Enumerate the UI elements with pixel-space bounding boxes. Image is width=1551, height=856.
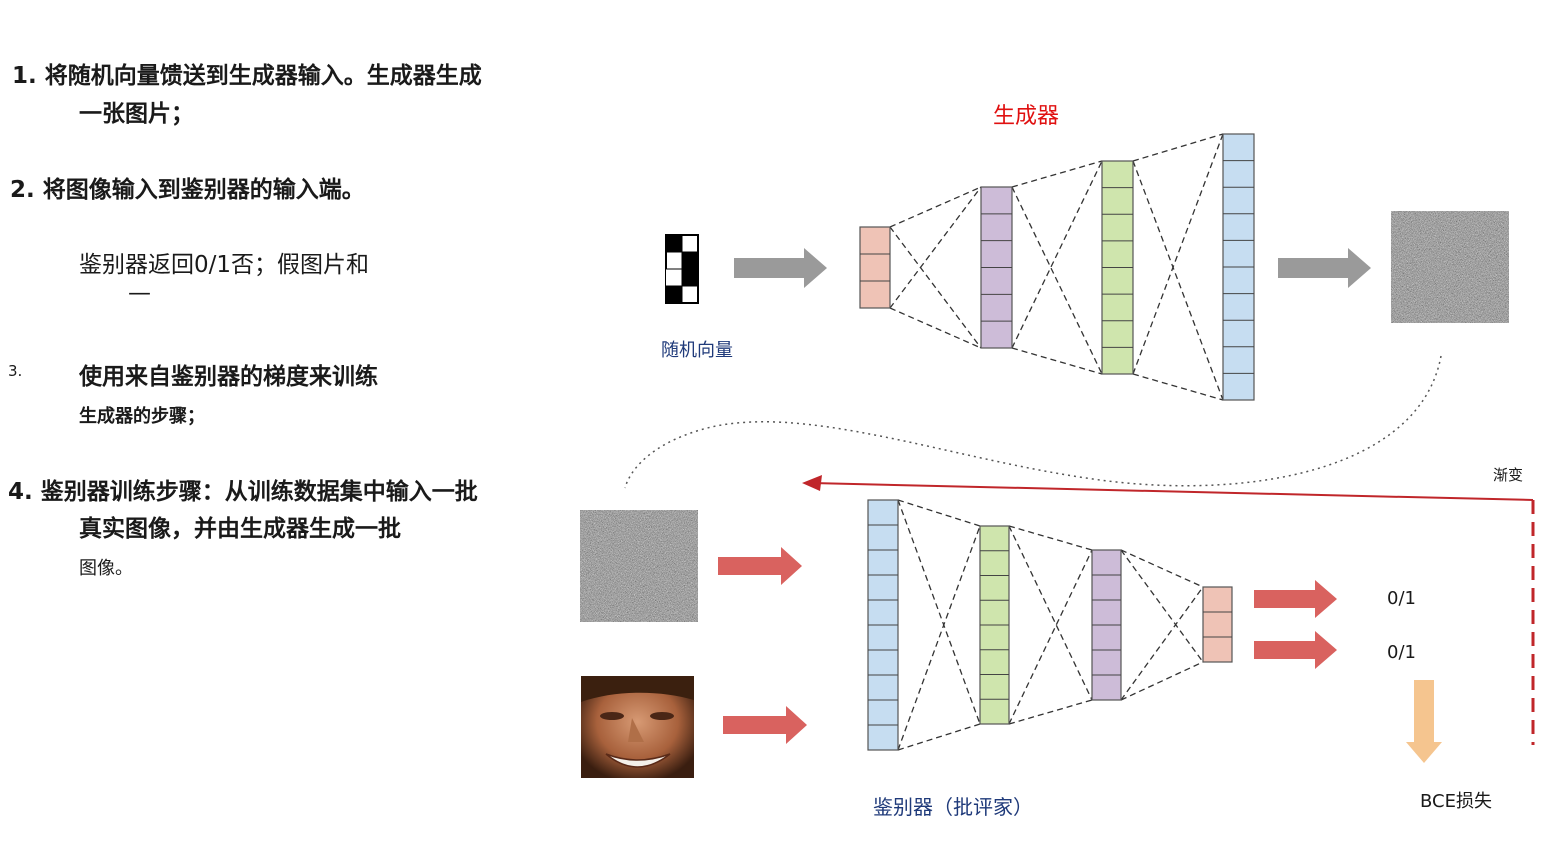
generator-connection xyxy=(1133,374,1223,400)
arrow-generator-to-image xyxy=(1278,248,1371,288)
random-vector-label: 随机向量 xyxy=(661,336,733,362)
arrow-real-to-discriminator xyxy=(723,706,807,744)
arrow-output-bottom xyxy=(1254,631,1337,669)
gradient-arrow-line xyxy=(812,483,1533,500)
generator-layer-3 xyxy=(1102,161,1133,374)
discriminator-layer-3 xyxy=(1092,550,1121,700)
generator-layer-2 xyxy=(981,187,1012,348)
fake-input-image xyxy=(580,510,698,622)
generator-connection xyxy=(1133,134,1223,374)
gradient-arrowhead xyxy=(802,475,822,491)
discriminator-layer-1 xyxy=(868,500,898,750)
arrow-vector-to-generator xyxy=(734,248,827,288)
generator-connection xyxy=(890,308,981,348)
generator-connection xyxy=(890,187,981,308)
discriminator-layer-4 xyxy=(1203,587,1232,662)
generator-connections xyxy=(890,134,1223,400)
generator-connection xyxy=(1133,161,1223,400)
gradient-label: 渐变 xyxy=(1493,464,1523,485)
discriminator-connection xyxy=(1009,526,1092,700)
random-vector xyxy=(666,235,698,303)
output-bottom-label: 0/1 xyxy=(1387,642,1416,663)
discriminator-connection xyxy=(898,526,980,750)
discriminator-connections xyxy=(898,500,1203,750)
arrow-fake-to-discriminator xyxy=(718,547,802,585)
discriminator-connection xyxy=(1121,550,1203,587)
discriminator-layer-2 xyxy=(980,526,1009,724)
discriminator-connection xyxy=(898,724,980,750)
generator-connection xyxy=(1012,161,1102,348)
generator-layer-1 xyxy=(860,227,890,308)
generator-connection xyxy=(1012,348,1102,374)
discriminator-connection xyxy=(898,500,980,724)
generator-connection xyxy=(890,227,981,348)
discriminator-connection xyxy=(1121,587,1203,700)
generator-connection xyxy=(1012,161,1102,187)
arrow-to-loss xyxy=(1406,680,1442,763)
discriminator-connection xyxy=(1121,550,1203,662)
discriminator-connection xyxy=(1121,662,1203,700)
discriminator-connection xyxy=(1009,700,1092,724)
discriminator-connection xyxy=(1009,550,1092,724)
output-top-label: 0/1 xyxy=(1387,588,1416,609)
discriminator-connection xyxy=(1009,526,1092,550)
generator-connection xyxy=(1012,187,1102,374)
generated-noise-image xyxy=(1391,211,1509,323)
generator-label: 生成器 xyxy=(993,98,1059,130)
arrow-output-top xyxy=(1254,580,1337,618)
generator-connection xyxy=(890,187,981,227)
dotted-feedback-curve xyxy=(625,356,1441,488)
generator-layers xyxy=(860,134,1254,400)
real-face-image xyxy=(581,676,694,778)
loss-label: BCE损失 xyxy=(1420,787,1492,813)
discriminator-label: 鉴别器（批评家） xyxy=(873,791,1033,820)
generator-connection xyxy=(1133,134,1223,161)
discriminator-connection xyxy=(898,500,980,526)
generator-layer-4 xyxy=(1223,134,1254,400)
